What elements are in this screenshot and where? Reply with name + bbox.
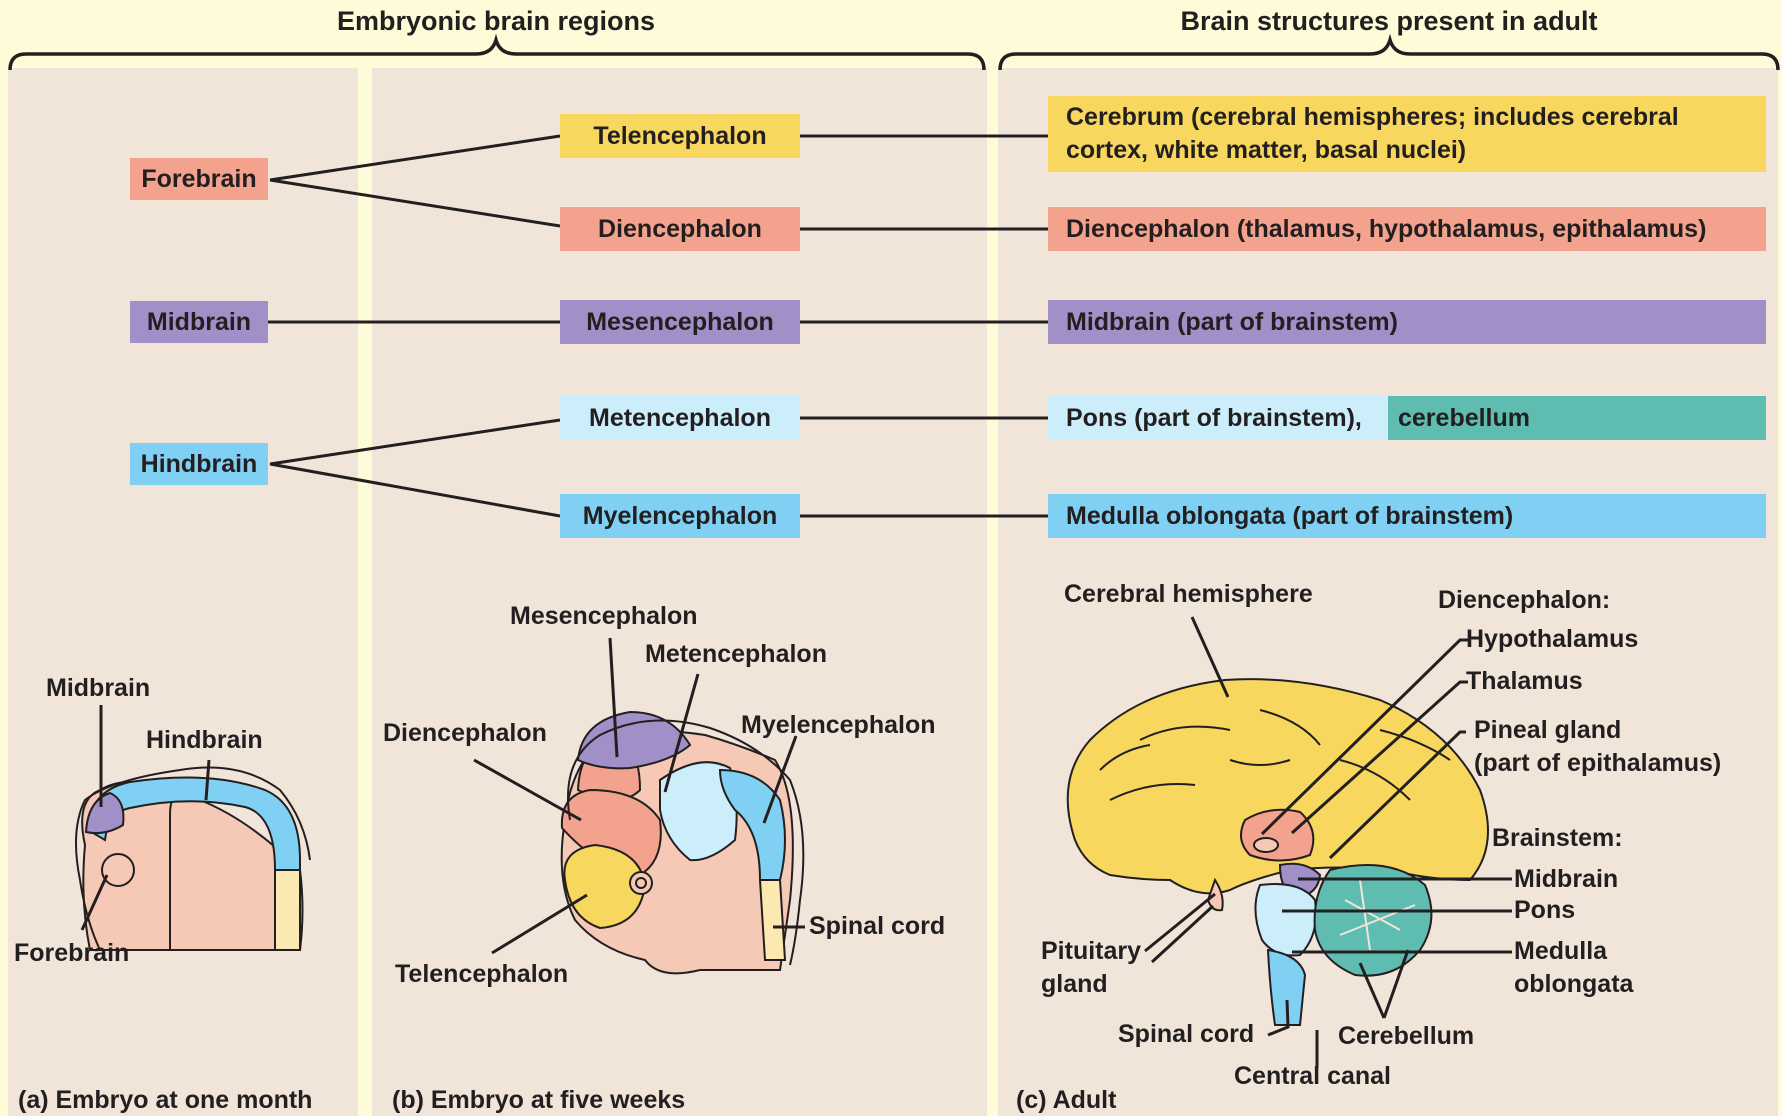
adult-brace	[1000, 40, 1778, 70]
panel-b-caption: (b) Embryo at five weeks	[392, 1086, 685, 1115]
panel-b-spinal-cord-label: Spinal cord	[809, 910, 945, 943]
adult-midbrain-box: Midbrain (part of brainstem)	[1048, 300, 1766, 344]
hindbrain-box: Hindbrain	[130, 443, 268, 485]
forebrain-box: Forebrain	[130, 158, 268, 200]
adult-structures-header: Brain structures present in adult	[1180, 6, 1597, 37]
adult-diencephalon-box: Diencephalon (thalamus, hypothalamus, ep…	[1048, 207, 1766, 251]
embryo-five-weeks-illustration	[562, 712, 804, 973]
panel-c-caption: (c) Adult	[1016, 1086, 1116, 1115]
central-canal-label: Central canal	[1234, 1060, 1391, 1093]
brainstem-heading-label: Brainstem:	[1492, 822, 1623, 855]
myelencephalon-box: Myelencephalon	[560, 494, 800, 538]
telencephalon-box: Telencephalon	[560, 114, 800, 158]
midbrain-box: Midbrain	[130, 301, 268, 343]
panel-a-caption: (a) Embryo at one month	[18, 1086, 312, 1115]
adult-pons-label: Pons	[1514, 894, 1575, 927]
medulla-box: Medulla oblongata (part of brainstem)	[1048, 494, 1766, 538]
embryonic-brace	[10, 40, 984, 70]
diencephalon-box: Diencephalon	[560, 207, 800, 251]
adult-spinal-cord-label: Spinal cord	[1118, 1018, 1254, 1051]
mesencephalon-box: Mesencephalon	[560, 300, 800, 344]
metencephalon-box: Metencephalon	[560, 396, 800, 440]
pineal-gland-line-2: (part of epithalamus)	[1474, 747, 1721, 780]
pons-box: Pons (part of brainstem),	[1048, 396, 1388, 440]
adult-medulla-label: Medulla oblongata	[1514, 935, 1633, 1000]
panel-b-myelencephalon-label: Myelencephalon	[741, 709, 936, 742]
panel-b-diencephalon-label: Diencephalon	[383, 717, 547, 750]
panel-b-mesencephalon-label: Mesencephalon	[510, 600, 698, 633]
diencephalon-heading-label: Diencephalon:	[1438, 584, 1610, 617]
thalamus-label: Thalamus	[1466, 665, 1583, 698]
cerebrum-line-1: Cerebrum (cerebral hemispheres; includes…	[1066, 101, 1679, 134]
panel-b-telencephalon-label: Telencephalon	[395, 958, 568, 991]
panel-a-hindbrain-label: Hindbrain	[146, 724, 263, 757]
panel-b-metencephalon-label: Metencephalon	[645, 638, 827, 671]
pituitary-line-2: gland	[1041, 968, 1141, 1001]
pituitary-line-1: Pituitary	[1041, 935, 1141, 968]
medulla-line-1: Medulla	[1514, 935, 1633, 968]
pineal-gland-line-1: Pineal gland	[1474, 714, 1721, 747]
pineal-gland-label: Pineal gland (part of epithalamus)	[1474, 714, 1721, 779]
cerebrum-box: Cerebrum (cerebral hemispheres; includes…	[1048, 96, 1766, 172]
panel-a-midbrain-label: Midbrain	[46, 672, 150, 705]
pituitary-gland-label: Pituitary gland	[1041, 935, 1141, 1000]
panel-a-forebrain-label: Forebrain	[14, 937, 129, 970]
embryonic-regions-header: Embryonic brain regions	[337, 6, 655, 37]
adult-cerebellum-label: Cerebellum	[1338, 1020, 1474, 1053]
cerebellum-box: cerebellum	[1388, 396, 1766, 440]
medulla-line-2: oblongata	[1514, 968, 1633, 1001]
adult-midbrain-label: Midbrain	[1514, 863, 1618, 896]
cerebrum-line-2: cortex, white matter, basal nuclei)	[1066, 134, 1466, 167]
hypothalamus-label: Hypothalamus	[1466, 623, 1638, 656]
cerebral-hemisphere-label: Cerebral hemisphere	[1064, 578, 1313, 611]
embryo-one-month-illustration	[76, 768, 310, 951]
